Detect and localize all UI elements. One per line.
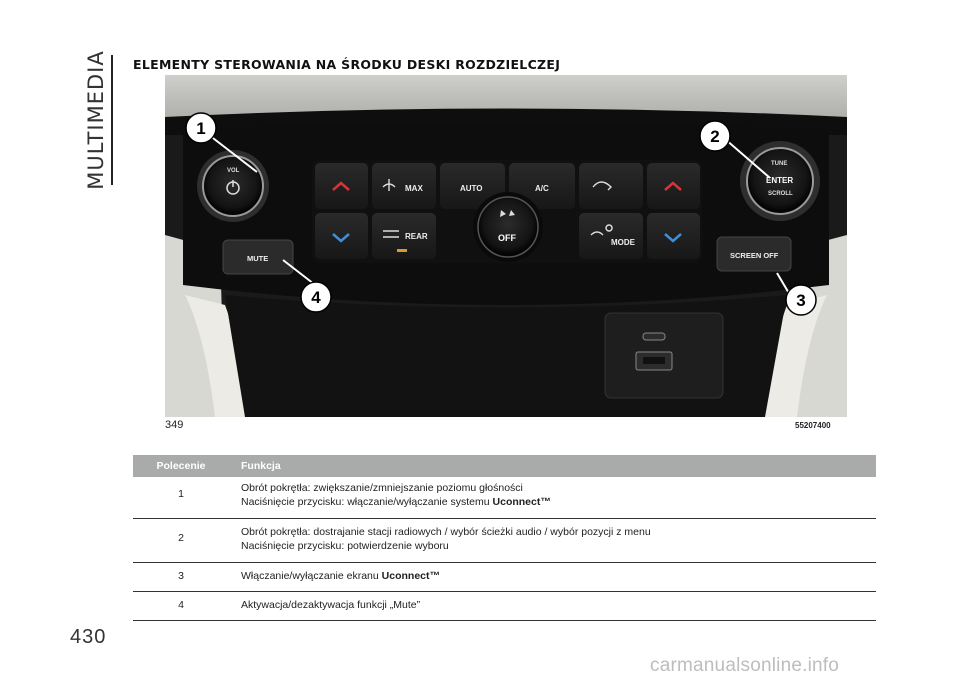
row-command: 1 <box>133 477 229 519</box>
table-header-row: Polecenie Funkcja <box>133 455 876 477</box>
dashboard-photo: MAX AUTO A/C REAR MODE OFF VOL TUNE ENTE… <box>165 75 847 417</box>
row-command: 3 <box>133 562 229 592</box>
function-table: Polecenie Funkcja 1 Obrót pokrętła: zwię… <box>133 455 876 621</box>
row-command: 4 <box>133 591 229 621</box>
section-tab-label: MULTIMEDIA <box>84 50 108 190</box>
max-label: MAX <box>405 184 423 193</box>
mode-label: MODE <box>611 238 636 247</box>
table-row: 1 Obrót pokrętła: zwiększanie/zmniejszan… <box>133 477 876 519</box>
function-line: Naciśnięcie przycisku: potwierdzenie wyb… <box>241 540 449 552</box>
figure-code: 55207400 <box>795 421 831 430</box>
row-command: 2 <box>133 518 229 563</box>
vol-label: VOL <box>227 168 240 174</box>
callout-4: 4 <box>311 288 321 307</box>
rear-label: REAR <box>405 232 428 241</box>
section-title: ELEMENTY STEROWANIA NA ŚRODKU DESKI ROZD… <box>133 57 561 72</box>
screen-off-label: SCREEN OFF <box>730 251 779 260</box>
header-function: Funkcja <box>229 455 876 477</box>
callout-3: 3 <box>796 291 805 310</box>
tune-label: TUNE <box>771 161 787 167</box>
callout-2: 2 <box>710 127 719 146</box>
table-row: 4 Aktywacja/dezaktywacja funkcji „Mute” <box>133 591 876 621</box>
figure-number: 349 <box>165 419 184 431</box>
function-line: Obrót pokrętła: zwiększanie/zmniejszanie… <box>241 482 523 494</box>
off-label: OFF <box>498 233 516 243</box>
table-row: 2 Obrót pokrętła: dostrajanie stacji rad… <box>133 518 876 563</box>
section-side-tab: MULTIMEDIA <box>83 50 109 189</box>
auto-label: AUTO <box>460 184 483 193</box>
row-function: Aktywacja/dezaktywacja funkcji „Mute” <box>229 591 876 621</box>
row-function: Obrót pokrętła: zwiększanie/zmniejszanie… <box>229 477 876 519</box>
function-line: Obrót pokrętła: dostrajanie stacji radio… <box>241 526 651 538</box>
table-row: 3 Włączanie/wyłączanie ekranu Uconnect™ <box>133 562 876 592</box>
page-number: 430 <box>70 626 107 648</box>
brand-name: Uconnect™ <box>492 496 551 508</box>
watermark: carmanualsonline.info <box>650 655 840 676</box>
header-command: Polecenie <box>133 455 229 477</box>
callout-1: 1 <box>196 119 205 138</box>
ac-label: A/C <box>535 184 549 193</box>
mute-label: MUTE <box>247 254 268 263</box>
callout-markers: 1 2 3 4 <box>185 112 817 316</box>
enter-label: ENTER <box>766 176 793 185</box>
row-function: Włączanie/wyłączanie ekranu Uconnect™ <box>229 562 876 592</box>
function-text: Naciśnięcie przycisku: włączanie/wyłącza… <box>241 496 493 508</box>
row-function: Obrót pokrętła: dostrajanie stacji radio… <box>229 518 876 563</box>
function-text: Włączanie/wyłączanie ekranu <box>241 570 382 582</box>
function-line: Naciśnięcie przycisku: włączanie/wyłącza… <box>241 495 876 509</box>
side-tab-rule <box>111 55 113 185</box>
scroll-label: SCROLL <box>768 191 793 197</box>
brand-name: Uconnect™ <box>381 570 440 582</box>
